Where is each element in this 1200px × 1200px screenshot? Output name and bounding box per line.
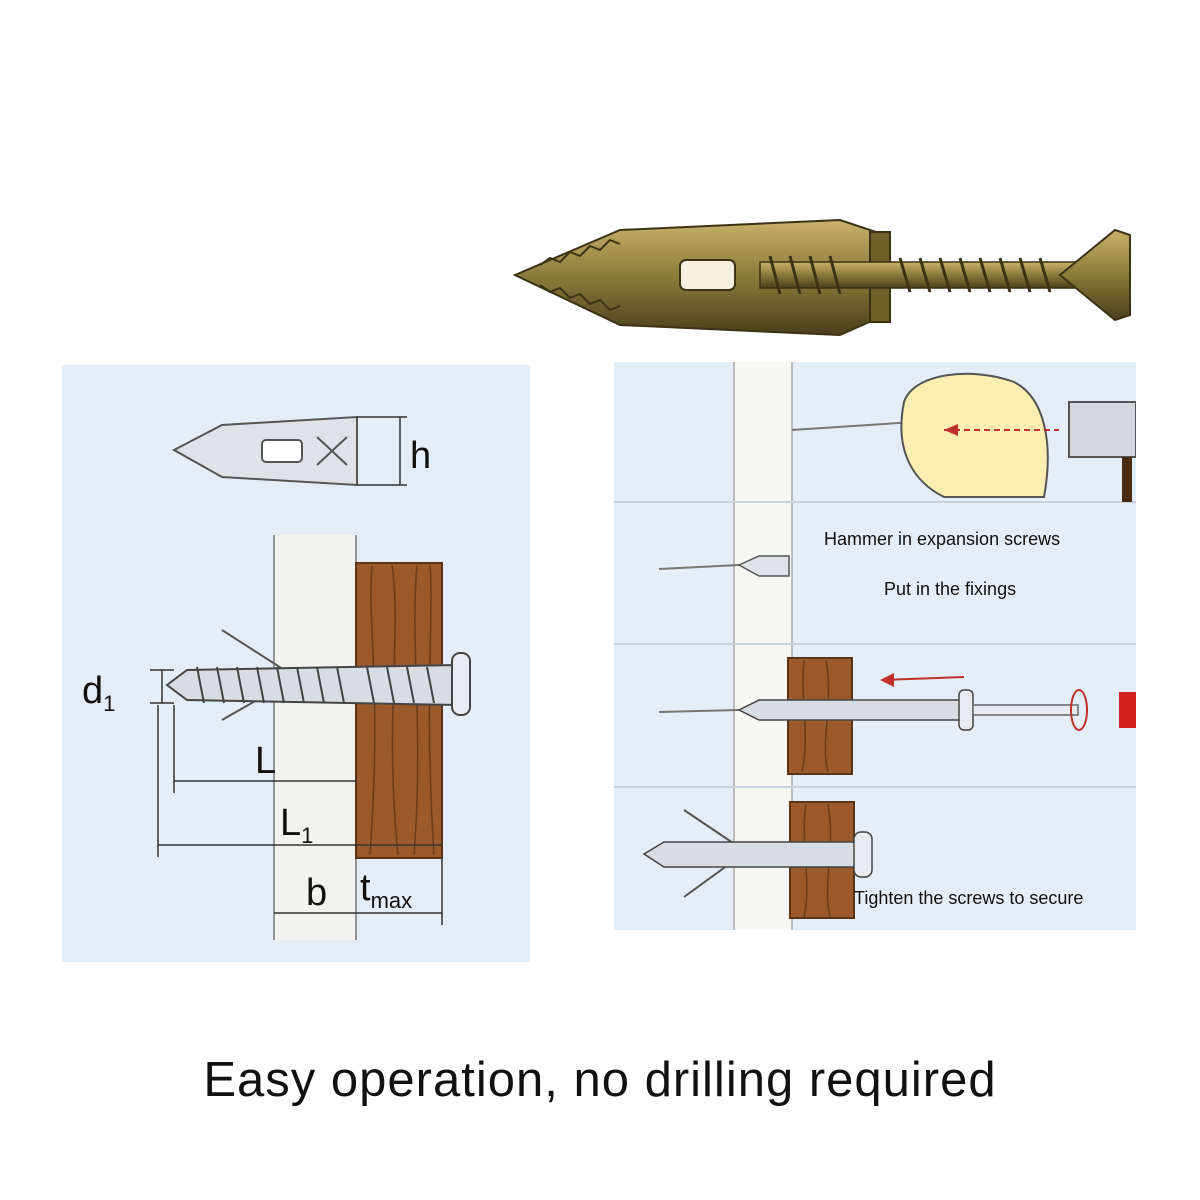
- label-L1: L1: [280, 802, 313, 848]
- label-tmax: tmax: [360, 867, 412, 913]
- anchor-photo: [512, 218, 1131, 337]
- hammer-handle: [1122, 457, 1132, 502]
- screw-threads: [768, 255, 1052, 295]
- hammer-head: [1068, 401, 1136, 458]
- step-insert: [658, 555, 790, 577]
- screw-shaft: [759, 261, 1081, 289]
- step-3-text: Tighten the screws to secure: [854, 888, 1083, 908]
- dimension-L: [173, 705, 356, 793]
- dimension-h: [357, 416, 407, 486]
- dimension-L1: [157, 705, 442, 857]
- wall-strip: [734, 362, 792, 930]
- anchor-teeth: [539, 238, 621, 312]
- rotation-icon: [1070, 689, 1088, 731]
- hand-icon: [900, 372, 1049, 498]
- caption: Easy operation, no drilling required: [203, 1053, 997, 1107]
- step-drive: [658, 657, 1136, 775]
- installed-screw: [165, 629, 471, 721]
- anchor-outline-small: [171, 415, 358, 487]
- step-tighten: [642, 801, 873, 919]
- dimension-tmax: [356, 858, 443, 925]
- screw-head: [1058, 228, 1131, 322]
- dimension-diagram: h d1 L: [62, 365, 530, 962]
- step-1-text: Hammer in expansion screws: [824, 529, 1060, 549]
- installation-steps: Hammer in expansion screws Put in the fi…: [614, 362, 1136, 930]
- label-d1: d1: [82, 670, 115, 716]
- wall-board: [274, 535, 356, 940]
- label-L: L: [255, 740, 276, 782]
- label-h: h: [410, 435, 431, 477]
- step-hammer: [791, 372, 1136, 502]
- dimension-d1: [150, 669, 174, 704]
- anchor-slot: [679, 259, 736, 291]
- screwdriver-handle: [1119, 692, 1136, 728]
- wood-block: [355, 562, 443, 859]
- row-dividers: [614, 501, 1136, 788]
- step-2-text: Put in the fixings: [884, 579, 1016, 599]
- screwdriver-shaft: [972, 704, 1079, 716]
- label-b: b: [306, 872, 327, 914]
